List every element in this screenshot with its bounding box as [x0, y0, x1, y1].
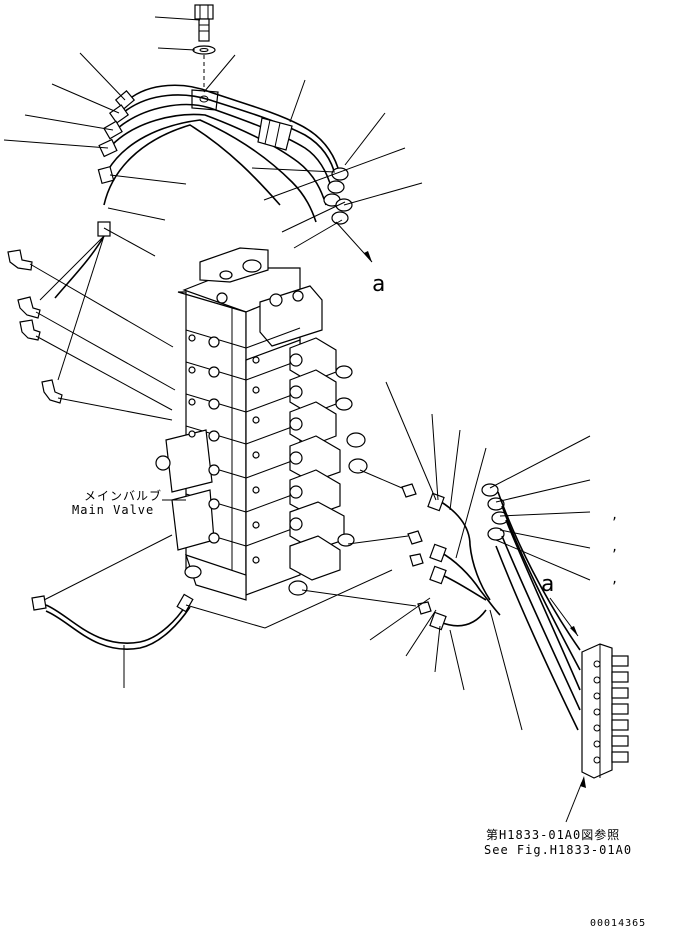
valve-ports [188, 290, 304, 564]
spool-caps [288, 337, 368, 596]
main-valve-label-en: Main Valve [72, 503, 155, 517]
callout-a-top: a [372, 272, 386, 297]
reference-label-jp: 第H1833-01A0図参照 [486, 828, 621, 842]
comma-3: , [611, 572, 620, 586]
reference-label-en: See Fig.H1833-01A0 [484, 843, 633, 857]
mounting-bolt [194, 4, 214, 42]
band-clamp [257, 117, 293, 151]
leader-lines-right [369, 381, 591, 731]
upper-hose-bundle [103, 84, 339, 223]
manifold-block [581, 643, 629, 779]
main-valve-label-jp: メインバルブ [84, 489, 163, 503]
drawing-number: 00014365 [590, 918, 647, 929]
comma-2: , [611, 540, 620, 554]
right-hose-assembly [301, 469, 581, 731]
comma-1: , [611, 508, 620, 522]
left-elbow-fittings [7, 249, 63, 404]
leader-lines-left [29, 235, 176, 421]
leader-lines-top [3, 16, 423, 257]
bottom-left-hose [31, 534, 393, 688]
washer [192, 45, 216, 55]
callout-a-right: a [541, 572, 555, 597]
